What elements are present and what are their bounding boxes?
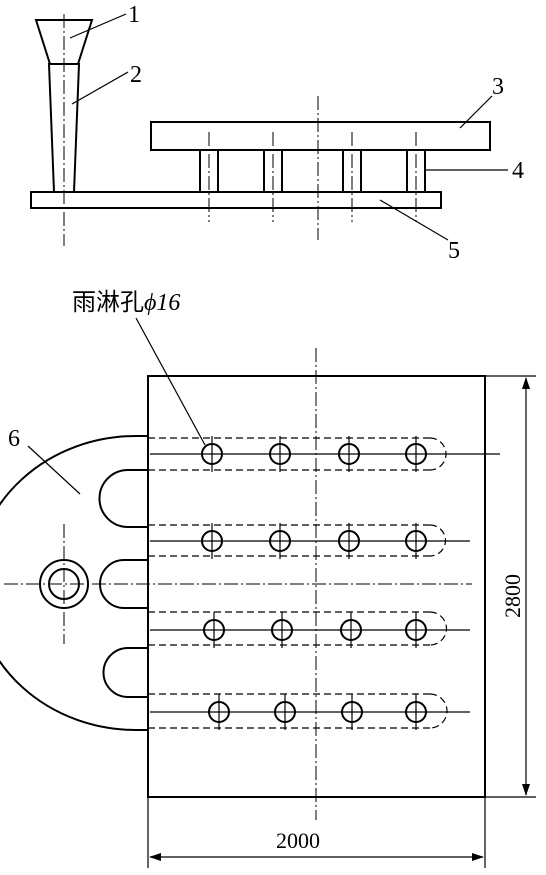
part-label-1: 1 (128, 2, 140, 28)
runner-finger-3 (102, 647, 148, 698)
leader-2 (71, 71, 129, 105)
part-label-2: 2 (130, 62, 142, 88)
hole-row-2 (148, 523, 470, 559)
upper-plate (150, 121, 491, 151)
leader-1 (69, 13, 127, 39)
runner-finger-2 (99, 559, 148, 609)
part-label-3: 3 (492, 74, 504, 100)
hole-row-3 (148, 611, 470, 648)
sprue-outer-circle (39, 559, 89, 609)
pouring-basin (0, 435, 148, 731)
sprue-inner-circle (48, 568, 80, 600)
elevation-view: 1 2 3 4 5 (30, 2, 524, 264)
hole-note-text: 雨淋孔 (72, 289, 144, 316)
hole-note: 雨淋孔ϕ16 (72, 289, 180, 316)
hole-row-1 (148, 436, 500, 472)
part6-leader (27, 445, 81, 495)
plan-view: 雨淋孔ϕ16 6 2000 2800 (0, 289, 536, 868)
part-label-5: 5 (448, 238, 460, 264)
height-dimension: 2800 (500, 574, 525, 618)
leader-3 (459, 95, 493, 129)
hole-row-4 (148, 693, 470, 730)
hole-note-leader (135, 317, 206, 446)
posts (199, 149, 426, 193)
leader-5 (379, 199, 449, 241)
hole-size-text: ϕ16 (144, 290, 180, 316)
runner-finger-1 (98, 469, 148, 528)
width-dimension: 2000 (276, 828, 320, 853)
part-label-6: 6 (8, 426, 20, 452)
post-centerlines (208, 96, 417, 240)
base-plate (30, 191, 442, 209)
part-label-4: 4 (512, 158, 524, 184)
